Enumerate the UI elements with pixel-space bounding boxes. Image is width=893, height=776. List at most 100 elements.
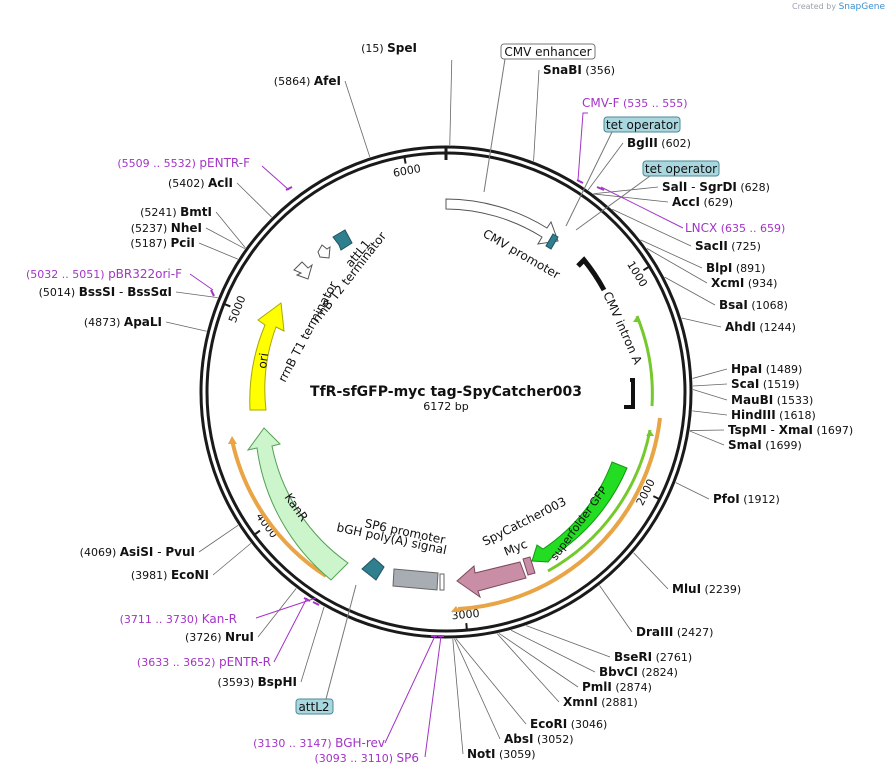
site-label[interactable]: (5241) BmtI — [140, 205, 212, 219]
site-label[interactable]: EcoRI (3046) — [530, 717, 607, 731]
site-label[interactable]: XcmI (934) — [711, 276, 777, 290]
site-label[interactable]: (5864) AfeI — [274, 74, 341, 88]
site-label[interactable]: (15) SpeI — [361, 41, 417, 55]
site-label[interactable]: NotI (3059) — [467, 747, 536, 761]
site-position: (2874) — [612, 681, 652, 694]
site-label[interactable]: (5014) BssSI - BssSαI — [39, 285, 172, 299]
primer-label[interactable]: LNCX (635 .. 659) — [685, 221, 785, 235]
bgh-polya-block[interactable] — [392, 568, 439, 591]
site-name: NotI — [467, 747, 496, 761]
map-title: TfR-sfGFP-myc tag-SpyCatcher003 — [310, 384, 582, 400]
site-leader — [526, 625, 611, 658]
tet-operator-label-2: tet operator — [645, 162, 717, 176]
attl1-feature[interactable] — [332, 229, 353, 251]
site-name: PfoI — [713, 492, 740, 506]
site-label[interactable]: (3593) BspHI — [218, 675, 297, 689]
site-label[interactable]: SacII (725) — [695, 239, 761, 253]
site-label[interactable]: AccI (629) — [672, 195, 733, 209]
kanr-arrow[interactable] — [246, 427, 349, 581]
attl2-label: attL2 — [298, 700, 329, 714]
site-position: (2824) — [638, 666, 678, 679]
primer-label[interactable]: (5509 .. 5532) pENTR-F — [117, 156, 250, 170]
site-label[interactable]: AbsI (3052) — [504, 732, 574, 746]
site-label[interactable]: XmnI (2881) — [563, 695, 638, 709]
site-label[interactable]: PfoI (1912) — [713, 492, 780, 506]
site-label[interactable]: (3981) EcoNI — [131, 568, 209, 582]
site-leader — [681, 317, 722, 328]
site-separator: - — [767, 423, 779, 437]
site-label[interactable]: BbvCI (2824) — [599, 665, 678, 679]
spycatcher-arrow[interactable] — [456, 561, 527, 599]
tet-operator-box-1[interactable]: tet operator — [603, 116, 681, 133]
site-name: PciI — [171, 236, 196, 250]
site-label[interactable]: BglII (602) — [627, 136, 691, 150]
site-leader — [165, 321, 207, 332]
tet-operator-block[interactable] — [545, 233, 559, 250]
cmv-enhancer-box[interactable]: CMV enhancer — [500, 43, 596, 60]
site-label[interactable]: (4873) ApaLI — [84, 315, 162, 329]
attl2-feature[interactable] — [361, 557, 385, 581]
myc-block[interactable] — [522, 556, 536, 576]
cmv-promoter-arrow[interactable] — [445, 198, 559, 245]
site-label[interactable]: HindIII (1618) — [731, 408, 816, 422]
rrnb-t1-terminator[interactable] — [293, 261, 313, 280]
site-position: (356) — [582, 64, 615, 77]
sfgfp-arrow[interactable] — [531, 461, 628, 563]
primer-label[interactable]: (3130 .. 3147) BGH-rev — [253, 736, 385, 750]
site-label[interactable]: SnaBI (356) — [543, 63, 615, 77]
site-separator: - — [153, 545, 165, 559]
site-label[interactable]: BlpI (891) — [706, 261, 765, 275]
scale-tick — [403, 156, 407, 164]
site-leader — [455, 638, 527, 725]
site-label[interactable]: (5402) AclI — [168, 176, 233, 190]
site-label[interactable]: MluI (2239) — [672, 582, 741, 596]
tet-operator-label-1: tet operator — [606, 118, 678, 132]
site-separator: - — [115, 285, 127, 299]
ori-arrow[interactable] — [249, 302, 285, 411]
site-label[interactable]: MauBI (1533) — [731, 393, 813, 407]
site-label[interactable]: (5187) PciI — [130, 236, 195, 250]
primer-label[interactable]: (3711 .. 3730) Kan-R — [120, 612, 237, 626]
site-position: (4069) — [80, 546, 120, 559]
site-label[interactable]: PmlI (2874) — [582, 680, 652, 694]
site-name: BlpI — [706, 261, 732, 275]
site-label[interactable]: HpaI (1489) — [731, 362, 802, 376]
site-leader — [533, 69, 540, 162]
site-label[interactable]: BsaI (1068) — [719, 298, 788, 312]
sp6-promoter-block[interactable] — [439, 573, 445, 591]
primer-label[interactable]: (3093 .. 3110) SP6 — [314, 751, 419, 765]
site-name: BseRI — [614, 650, 652, 664]
site-label[interactable]: TspMI - XmaI (1697) — [728, 423, 853, 437]
site-leader — [689, 430, 725, 446]
site-name: BglII — [627, 136, 658, 150]
primer-label[interactable]: CMV-F (535 .. 555) — [582, 96, 688, 110]
site-position: (5187) — [130, 237, 170, 250]
site-label[interactable]: (4069) AsiSI - PvuI — [80, 545, 195, 559]
primer-name: pBR322ori-F — [108, 267, 182, 281]
primer-name: CMV-F — [582, 96, 620, 110]
site-label[interactable]: (3726) NruI — [185, 630, 254, 644]
primer-label[interactable]: (3633 .. 3652) pENTR-R — [137, 655, 271, 669]
attl2-box[interactable]: attL2 — [295, 698, 334, 715]
site-label[interactable]: BseRI (2761) — [614, 650, 692, 664]
site-name: TspMI — [728, 423, 767, 437]
site-label[interactable]: (5237) NheI — [131, 221, 202, 235]
site-position: (1618) — [776, 409, 816, 422]
intron-green-head — [633, 316, 641, 322]
site-name: MauBI — [731, 393, 773, 407]
primer-label[interactable]: (5032 .. 5051) pBR322ori-F — [26, 267, 182, 281]
site-label[interactable]: SalI - SgrDI (628) — [662, 180, 770, 194]
site-position: (3052) — [533, 733, 573, 746]
site-position: (5864) — [274, 75, 314, 88]
site-position: (5237) — [131, 222, 171, 235]
site-label[interactable]: ScaI (1519) — [731, 377, 799, 391]
tet-operator-box-2[interactable]: tet operator — [642, 160, 720, 177]
site-name-2: SgrDI — [699, 180, 737, 194]
site-position: (1533) — [773, 394, 813, 407]
rrnb-t2-terminator[interactable] — [317, 244, 331, 259]
site-label[interactable]: DraIII (2427) — [636, 625, 713, 639]
site-label[interactable]: AhdI (1244) — [725, 320, 796, 334]
site-leader — [510, 629, 596, 673]
site-name: EcoNI — [171, 568, 209, 582]
site-label[interactable]: SmaI (1699) — [728, 438, 802, 452]
